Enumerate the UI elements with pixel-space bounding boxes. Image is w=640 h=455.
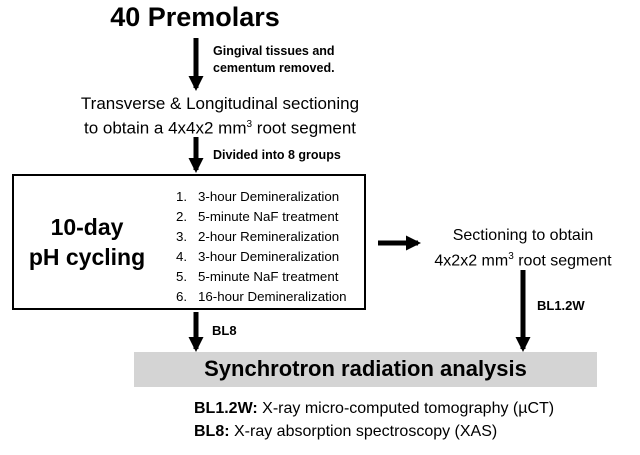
groups-note: Divided into 8 groups [213,148,341,162]
superscript-3: 3 [508,251,514,262]
legend-bl8: BL8: X-ray absorption spectroscopy (XAS) [194,423,498,440]
superscript-3: 3 [246,119,253,130]
ph-cycling-title: 10-day pH cycling [12,212,162,272]
bl8-label: BL8 [212,323,237,338]
removal-note: Gingival tissues and cementum removed. [213,43,335,77]
removal-note-line-2: cementum removed. [213,61,335,75]
cycling-step: 6.16-hour Demineralization [176,289,347,304]
removal-note-line-1: Gingival tissues and [213,44,335,58]
diagram-title: 40 Premolars [110,2,280,32]
ph-cycling-box [12,174,366,310]
cycling-step: 5.5-minute NaF treatment [176,269,339,284]
cycling-step: 4.3-hour Demineralization [176,249,340,264]
analysis-band [134,352,597,387]
ph-cycling-title-line-1: 10-day [50,214,124,240]
secondary-sectioning-line-1: Sectioning to obtain [452,227,594,244]
initial-sectioning-line-1: Transverse & Longitudinal sectioning [80,94,360,113]
cycling-step: 3.2-hour Remineralization [176,229,340,244]
analysis-title: Synchrotron radiation analysis [204,356,527,381]
bl12w-label: BL1.2W [537,298,585,313]
cycling-step: 2.5-minute NaF treatment [176,209,339,224]
cycling-steps-list: 1.3-hour Demineralization 2.5-minute NaF… [176,187,347,307]
cycling-step: 1.3-hour Demineralization [176,189,340,204]
legend-bl12w: BL1.2W: X-ray micro-computed tomography … [194,400,555,417]
secondary-sectioning-line-2: 4x2x2 mm3 root segment [434,251,612,270]
initial-sectioning-text: Transverse & Longitudinal sectioning to … [0,93,440,139]
ph-cycling-title-line-2: pH cycling [28,244,146,270]
secondary-sectioning-text: Sectioning to obtain 4x2x2 mm3 root segm… [414,225,632,271]
initial-sectioning-line-2: to obtain a 4x4x2 mm3 root segment [83,118,357,138]
